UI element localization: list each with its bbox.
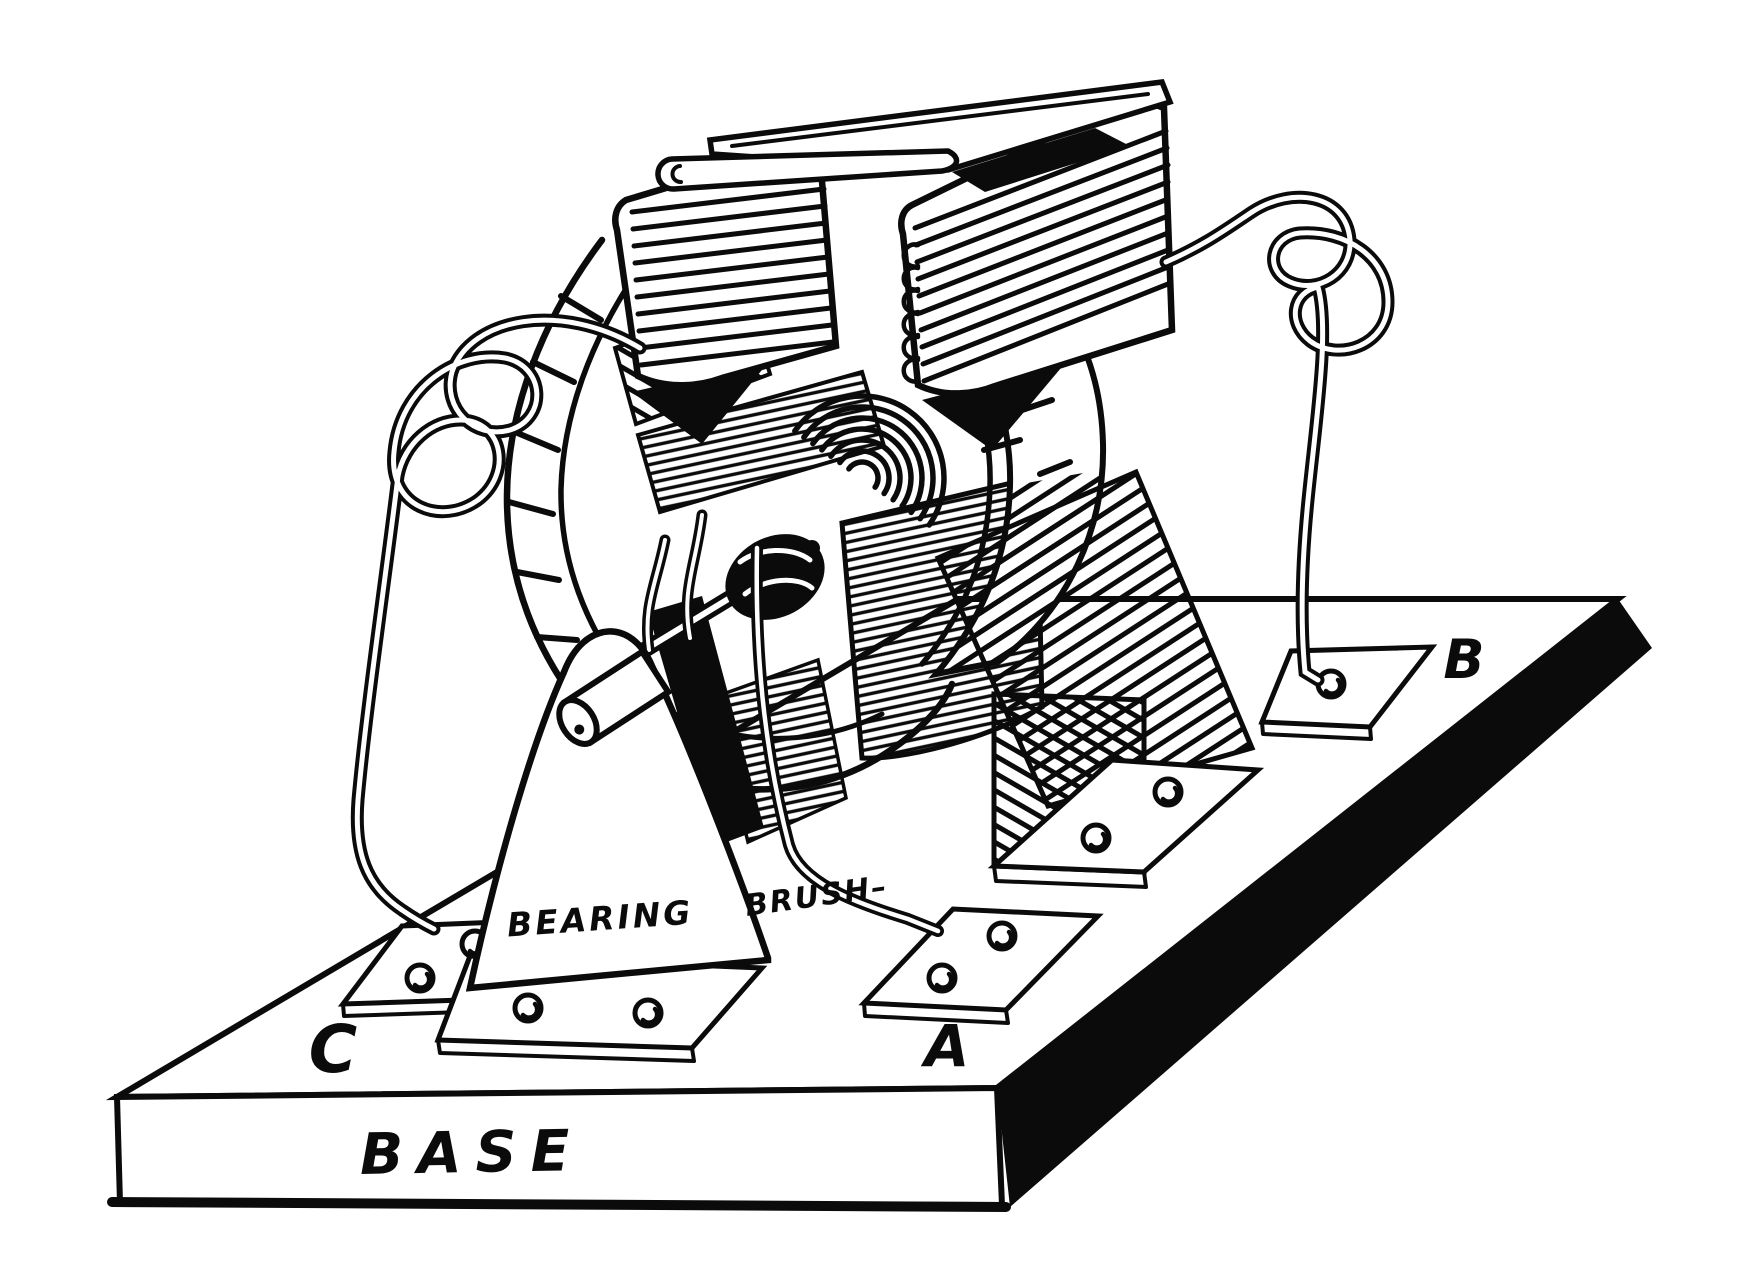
armature-winding-cone — [792, 393, 947, 528]
screw-icon — [407, 965, 433, 991]
label-terminal-c: C — [309, 1011, 357, 1088]
label-terminal-b: B — [1443, 628, 1484, 691]
armature-lead-wires — [641, 509, 708, 656]
core-top-assembly — [655, 79, 1174, 192]
screw-icon — [1155, 779, 1181, 805]
shaft-end — [556, 647, 673, 747]
screw-icon — [515, 995, 541, 1021]
lead-wire-left — [350, 313, 647, 936]
label-base: BASE — [359, 1118, 584, 1188]
commutator — [725, 534, 825, 620]
base-side-shadow — [997, 599, 1652, 1207]
screw-icon — [635, 1000, 661, 1026]
lead-wire-right — [1159, 190, 1395, 687]
frame-lower-lamination — [709, 657, 848, 845]
label-terminal-a: A — [921, 1012, 970, 1080]
screw-icon — [989, 923, 1015, 949]
coil-shadow — [922, 362, 1066, 450]
field-foot-bracket — [987, 691, 1265, 889]
bearing-pedestal: BEARING — [465, 628, 772, 992]
base-bottom-edge — [107, 1197, 1011, 1212]
plate-shadow — [952, 128, 1130, 192]
coil-shadow — [632, 360, 770, 444]
screw-icon — [1083, 825, 1109, 851]
core-bridge-strip — [655, 148, 960, 192]
screw-icon — [929, 965, 955, 991]
brush-wire — [750, 542, 944, 937]
armature — [620, 393, 1045, 761]
bracket-foot-plate — [987, 757, 1265, 875]
terminal-plate-a — [858, 906, 1104, 1025]
